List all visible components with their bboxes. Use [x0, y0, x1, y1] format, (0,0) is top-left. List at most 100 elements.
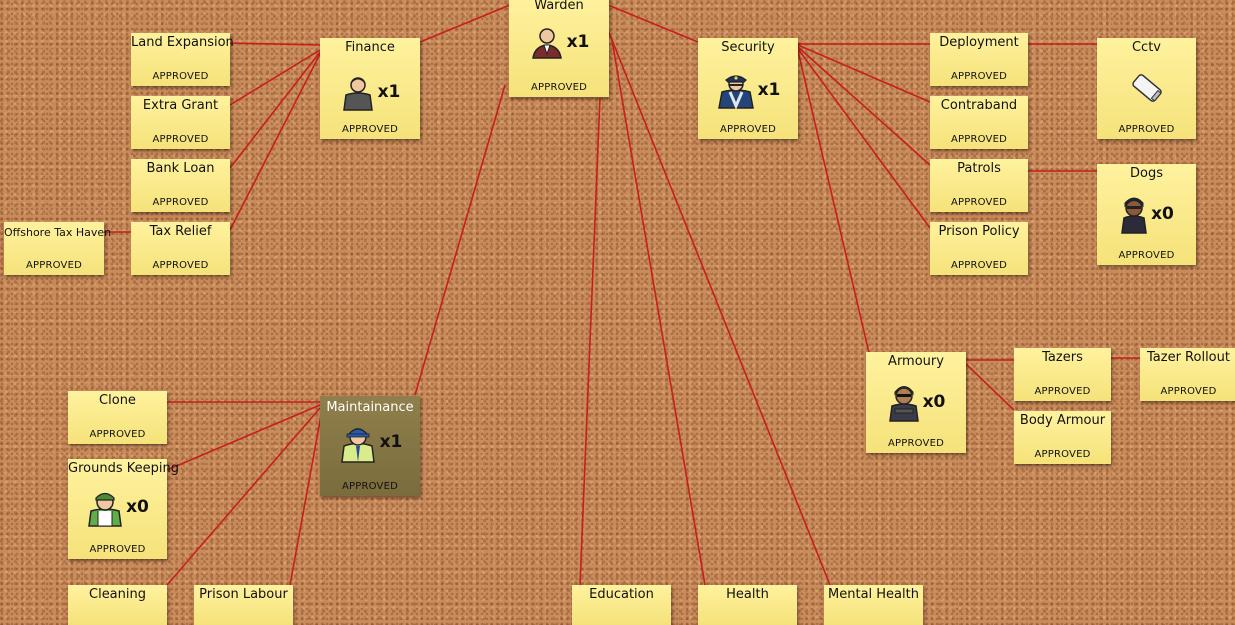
link-warden-education [579, 97, 601, 586]
dog-handler-icon [1121, 197, 1147, 234]
armed-guard-icon [888, 386, 919, 422]
connection-lines [104, 4, 1140, 586]
extra-grant-card[interactable]: Extra Grant APPROVED [131, 96, 230, 149]
link-security-prison-policy [797, 48, 931, 229]
cctv-card[interactable]: Cctv APPROVED [1097, 38, 1196, 139]
armoury-card[interactable]: Armoury x0 APPROVED [866, 352, 966, 453]
prison-policy-title: Prison Policy [938, 224, 1020, 239]
maintainance-card[interactable]: Maintainance x1 APPROVED [320, 396, 420, 496]
armoury-count: x0 [922, 392, 946, 412]
clone-status: APPROVED [89, 429, 146, 440]
guard-icon [717, 75, 754, 110]
grounds-keeping-status: APPROVED [89, 544, 146, 555]
cleaning-title: Cleaning [89, 587, 146, 602]
warden-card[interactable]: Warden x1 APPROVED [509, 0, 609, 97]
security-card[interactable]: Security x1 APPROVED [698, 38, 798, 139]
offshore-tax-haven-status: APPROVED [25, 260, 82, 271]
cctv-status: APPROVED [1118, 124, 1175, 135]
finance-title: Finance [345, 40, 395, 55]
deployment-title: Deployment [939, 35, 1019, 50]
clone-card[interactable]: Clone APPROVED [68, 391, 167, 444]
land-expansion-card[interactable]: Land Expansion APPROVED [131, 33, 234, 86]
warden-icon [531, 28, 562, 59]
warden-title: Warden [534, 0, 584, 13]
patrols-card[interactable]: Patrols APPROVED [930, 159, 1028, 212]
prison-policy-status: APPROVED [950, 260, 1007, 271]
offshore-tax-haven-card[interactable]: Offshore Tax Haven APPROVED [4, 222, 112, 275]
health-card[interactable]: Health [698, 585, 797, 625]
tazers-status: APPROVED [1034, 386, 1091, 397]
armoury-title: Armoury [888, 354, 944, 369]
cleaning-card[interactable]: Cleaning [68, 585, 167, 625]
link-finance-bank-loan [229, 51, 321, 169]
dogs-card[interactable]: Dogs x0 APPROVED [1097, 164, 1196, 265]
prison-policy-card[interactable]: Prison Policy APPROVED [930, 222, 1028, 275]
contraband-title: Contraband [940, 98, 1018, 113]
link-security-armoury [797, 50, 871, 358]
maintainance-count: x1 [379, 432, 403, 452]
prison-labour-card[interactable]: Prison Labour [194, 585, 293, 625]
patrols-status: APPROVED [950, 197, 1007, 208]
grounds-keeping-card[interactable]: Grounds Keeping x0 APPROVED [68, 459, 179, 559]
contraband-card[interactable]: Contraband APPROVED [930, 96, 1028, 149]
accountant-icon [342, 77, 373, 111]
cctv-title: Cctv [1131, 40, 1161, 55]
tax-relief-title: Tax Relief [149, 224, 212, 239]
link-maint-prison-labour [289, 409, 323, 586]
deployment-card[interactable]: Deployment APPROVED [930, 33, 1028, 86]
security-status: APPROVED [719, 124, 776, 135]
link-warden-finance [419, 4, 511, 43]
foreman-icon [340, 428, 375, 463]
health-title: Health [726, 587, 769, 602]
deployment-status: APPROVED [950, 71, 1007, 82]
education-card[interactable]: Education [572, 585, 671, 625]
extra-grant-status: APPROVED [152, 134, 209, 145]
bank-loan-title: Bank Loan [146, 161, 215, 176]
tazers-title: Tazers [1042, 350, 1083, 365]
land-expansion-status: APPROVED [152, 71, 209, 82]
patrols-title: Patrols [957, 161, 1001, 176]
tazers-card[interactable]: Tazers APPROVED [1014, 348, 1111, 401]
body-armour-card[interactable]: Body Armour APPROVED [1014, 411, 1111, 464]
maintainance-title: Maintainance [326, 400, 414, 415]
link-warden-health [611, 39, 706, 586]
link-finance-extra-grant [229, 49, 321, 106]
armoury-status: APPROVED [887, 438, 944, 449]
grounds-keeping-title: Grounds Keeping [68, 461, 179, 476]
link-maint-cleaning [166, 407, 321, 586]
link-armoury-body-armour [965, 363, 1015, 411]
tax-relief-card[interactable]: Tax Relief APPROVED [131, 222, 230, 275]
warden-status: APPROVED [530, 82, 587, 93]
warden-count: x1 [566, 32, 590, 52]
education-title: Education [589, 587, 654, 602]
link-finance-land-expansion [229, 42, 321, 46]
grounds-keeping-count: x0 [126, 497, 149, 517]
security-title: Security [721, 40, 775, 55]
prison-labour-title: Prison Labour [199, 587, 288, 602]
contraband-status: APPROVED [950, 134, 1007, 145]
bank-loan-status: APPROVED [152, 197, 209, 208]
tazer-rollout-status: APPROVED [1160, 386, 1217, 397]
extra-grant-title: Extra Grant [142, 98, 219, 113]
body-armour-title: Body Armour [1019, 413, 1106, 428]
dogs-title: Dogs [1130, 166, 1163, 181]
finance-card[interactable]: Finance x1 APPROVED [320, 38, 420, 139]
bank-loan-card[interactable]: Bank Loan APPROVED [131, 159, 230, 212]
link-maint-grounds [166, 404, 321, 471]
link-security-patrols [797, 46, 931, 166]
cctv-camera-icon [1131, 74, 1162, 102]
dogs-count: x0 [1151, 204, 1174, 224]
tazer-rollout-card[interactable]: Tazer Rollout APPROVED [1140, 348, 1235, 401]
mental-health-card[interactable]: Mental Health [824, 585, 923, 625]
land-expansion-title: Land Expansion [131, 35, 234, 50]
tazer-rollout-title: Tazer Rollout [1147, 350, 1230, 365]
security-count: x1 [757, 80, 781, 100]
maintainance-status: APPROVED [341, 481, 398, 492]
link-security-contraband [797, 44, 931, 103]
link-warden-security [607, 4, 699, 43]
dogs-status: APPROVED [1118, 250, 1175, 261]
finance-count: x1 [377, 82, 401, 102]
offshore-tax-haven-title: Offshore Tax Haven [4, 226, 112, 239]
clone-title: Clone [99, 393, 136, 408]
gardener-icon [88, 492, 122, 527]
